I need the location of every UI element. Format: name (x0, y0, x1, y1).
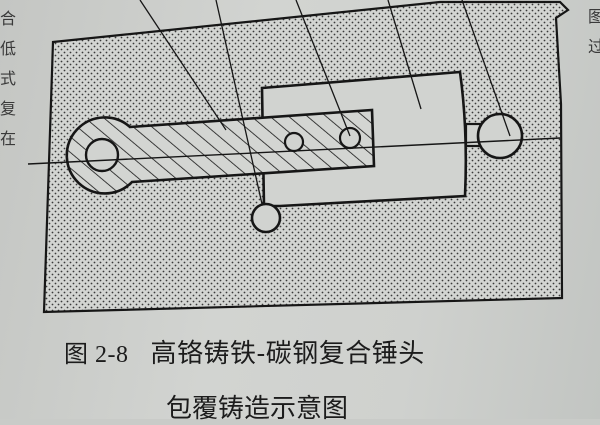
figure-title-line2: 包覆铸造示意图 (166, 394, 349, 424)
steel-shank-hatched (65, 108, 376, 195)
margin-char: 复 (0, 99, 17, 118)
left-margin-text: 合 低 式 复 在 (0, 4, 18, 154)
margin-char: 过 (588, 37, 600, 56)
figure-caption-line1: 图 2-8 高铬铸铁-碳钢复合锤头 (64, 333, 425, 370)
figure-number: 图 2-8 (64, 342, 129, 368)
eye-hole (84, 137, 120, 173)
pin-hole-2 (338, 126, 362, 150)
pin-hole-1 (283, 131, 305, 153)
margin-char: 在 (0, 129, 17, 148)
margin-char: 低 (0, 39, 17, 58)
margin-char: 图 (588, 7, 600, 26)
figure-title-line1: 高铬铸铁-碳钢复合锤头 (150, 339, 425, 369)
bottom-gate-circle (250, 202, 282, 234)
leader-lines (139, 0, 511, 205)
center-line (27, 137, 561, 165)
right-margin-text: 图 过 (588, 2, 600, 62)
margin-char: 式 (0, 69, 17, 88)
margin-char: 合 (0, 9, 17, 28)
side-riser-sphere (476, 112, 524, 160)
